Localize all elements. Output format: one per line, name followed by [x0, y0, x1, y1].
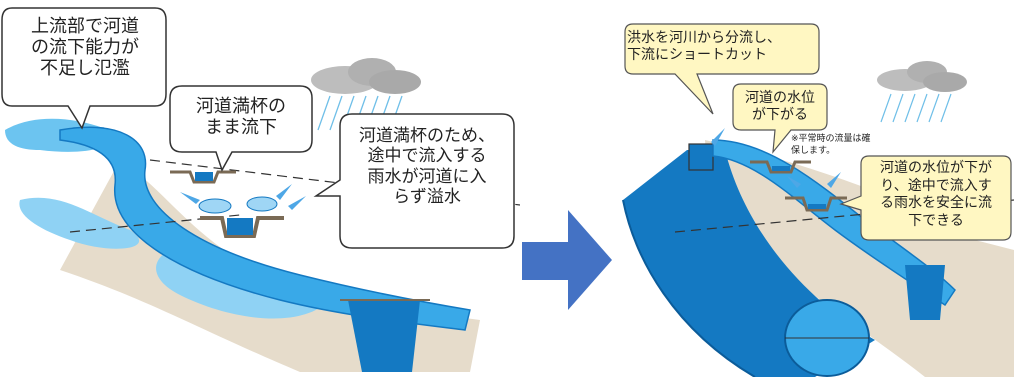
flood-illustration	[1, 7, 520, 372]
callout-upstream-text: 上流部で河道 の流下能力が 不足し氾濫	[31, 16, 139, 80]
water-level-line	[674, 199, 1014, 233]
callout-rain-bubble	[313, 113, 515, 249]
rain-inflow-arrows	[180, 184, 306, 210]
callout-full-bubble	[169, 85, 313, 172]
cross-section-downstream	[905, 265, 945, 320]
diversion-illustration	[622, 23, 1014, 377]
river-channel	[712, 139, 956, 307]
rain-cloud	[877, 61, 967, 123]
overflow-water-left	[19, 197, 140, 249]
callout-level-text: 河道の水位 が下がる	[745, 90, 815, 123]
callout-level-bubble	[732, 83, 828, 154]
cross-section-middle	[200, 216, 284, 238]
water-level-line-lower	[69, 214, 241, 233]
callout-full-text: 河道満杯の まま流下	[196, 96, 286, 139]
rain-inflow-arrows	[711, 128, 841, 188]
flood-scenario-before: 上流部で河道 の流下能力が 不足し氾濫 河道満杯の まま流下 河道満杯のため、 …	[1, 7, 520, 372]
callout-safe-text: 河道の水位が下が り、途中で流入す る雨水を安全に流 下できる	[880, 160, 992, 229]
cross-section-upper	[750, 160, 811, 174]
callout-rain-text: 河道満杯のため、 途中で流入する 雨水が河道に入 らず溢水	[359, 126, 495, 208]
callout-upstream-bubble	[1, 7, 167, 130]
tunnel-inlet	[688, 143, 714, 171]
cross-section-middle	[785, 196, 847, 212]
cross-section-upper	[170, 170, 236, 184]
right-arrow-icon	[522, 210, 612, 310]
overflow-splash-2	[246, 196, 278, 212]
flood-scenario-after: 洪水を河川から分流し、 下流にショートカット 河道の水位 が下がる ※平常時の流…	[615, 0, 1014, 377]
rain-cloud	[311, 58, 421, 131]
callout-safe-bubble	[839, 155, 1012, 241]
cross-section-downstream	[348, 300, 420, 372]
callout-divert-bubble	[624, 23, 820, 115]
callout-divert-text: 洪水を河川から分流し、 下流にショートカット	[627, 30, 781, 63]
river-channel	[59, 126, 471, 331]
note-normal-flow: ※平常時の流量は確 保します。	[791, 134, 871, 156]
overflow-splash-1	[198, 198, 232, 214]
